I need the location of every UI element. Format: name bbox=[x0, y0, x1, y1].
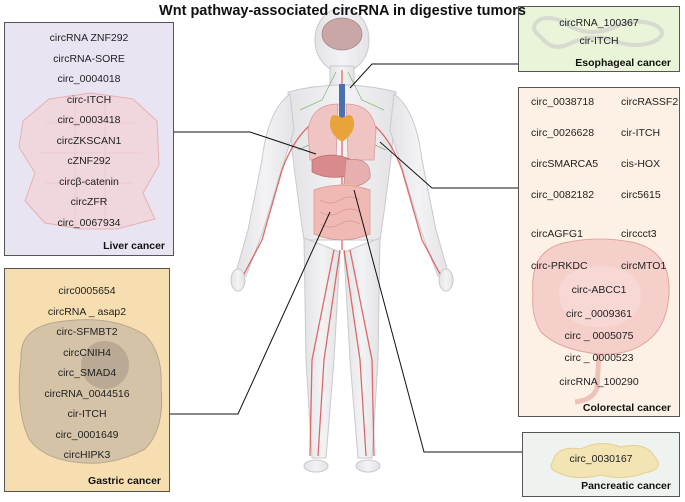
liver-circrna-label: circZKSCAN1 bbox=[56, 134, 122, 147]
gastric-circrna-label: circRNA_0044516 bbox=[44, 387, 130, 400]
leader-line-pancreatic bbox=[353, 189, 522, 453]
colorectal-circrna-label: circ_0026628 bbox=[531, 127, 595, 139]
gastric-circrna-label: circ_SMAD4 bbox=[57, 367, 117, 379]
heart-shape bbox=[330, 115, 354, 142]
colorectal-circrna-label: circ-PRKDC bbox=[531, 260, 588, 272]
colorectal-circrna-label: circ_0038718 bbox=[531, 96, 595, 108]
liver-circrna-label: circ_0003418 bbox=[57, 114, 121, 126]
esophageal-cancer-caption: Esophageal cancer bbox=[575, 57, 671, 69]
colorectal-circrna-label: circRASSF2 bbox=[621, 96, 679, 108]
liver-circrna-label: circRNA-SORE bbox=[53, 52, 125, 65]
gastric-circrna-label: cir-ITCH bbox=[67, 408, 107, 420]
gastric-circrna-label: circCNIH4 bbox=[63, 346, 111, 359]
esophageal-circrna-label: circRNA_100367 bbox=[559, 17, 639, 29]
leader-line-gastric bbox=[170, 211, 331, 415]
gastric-circrna-label: circRNA _ asap2 bbox=[47, 305, 127, 318]
leader-line-liver bbox=[174, 131, 317, 155]
esophageal-circrna-label: cir-ITCH bbox=[579, 35, 619, 47]
intestines bbox=[313, 184, 371, 241]
colorectal-circrna-label: circMTO1 bbox=[621, 260, 667, 272]
colorectal-cancer-caption: Colorectal cancer bbox=[582, 402, 671, 414]
brain-shape bbox=[321, 17, 363, 51]
pancreatic-cancer-panel: circ_0030167 Pancreatic cancer bbox=[522, 432, 680, 497]
colorectal-circrna-label: cis-HOX bbox=[621, 158, 661, 170]
gastric-circrna-label: circ-SFMBT2 bbox=[56, 326, 118, 338]
esophagus-illustration bbox=[532, 16, 664, 49]
esophagus-shape bbox=[339, 84, 345, 126]
colorectal-cancer-panel: circ_0038718 circRASSF2 circ_0026628 cir-IT… bbox=[518, 87, 680, 417]
gastric-cancer-panel: circ0005654 circRNA _ asap2 circ-SFMBT2 cir… bbox=[4, 268, 170, 492]
liver-circrna-label: circ_0067934 bbox=[57, 216, 121, 229]
colorectal-circrna-label: circ _ 0005075 bbox=[564, 330, 634, 342]
gastric-circrna-label: circ0005654 bbox=[58, 285, 116, 297]
colorectal-circrna-label: circ _ 0000523 bbox=[564, 352, 634, 364]
leader-line-colorectal bbox=[379, 141, 518, 189]
colorectal-circrna-label: circ_0082182 bbox=[531, 189, 595, 201]
liver-cell-illustration bbox=[18, 92, 160, 230]
stomach-shape bbox=[343, 159, 371, 187]
pancreatic-circrna-label: circ_0030167 bbox=[569, 453, 633, 465]
colorectal-circrna-label: circcct3 bbox=[621, 228, 657, 240]
pancreas-illustration bbox=[550, 443, 659, 479]
liver-circrna-label: circ_0004018 bbox=[57, 73, 121, 85]
gastric-circrna-label: circ_0001649 bbox=[55, 428, 119, 441]
leader-lines bbox=[170, 63, 522, 453]
liver-cancer-caption: Liver cancer bbox=[103, 240, 165, 252]
colorectal-circrna-label: cir-ITCH bbox=[621, 127, 661, 139]
liver-circrna-label: cZNF292 bbox=[67, 155, 111, 167]
liver-circrna-label: circ-ITCH bbox=[66, 93, 112, 106]
gastric-cell-illustration bbox=[18, 319, 163, 464]
lungs bbox=[307, 103, 377, 161]
leader-line-esophageal bbox=[349, 63, 518, 89]
colorectal-circrna-label: circ _0009361 bbox=[566, 308, 632, 320]
colorectal-circrna-label: circ-ABCC1 bbox=[571, 284, 627, 296]
colorectal-circrna-label: circ5615 bbox=[621, 189, 661, 201]
esophageal-cancer-panel: circRNA_100367 cir-ITCH Esophageal cancer bbox=[518, 6, 680, 72]
liver-circrna-label: circβ-catenin bbox=[59, 175, 119, 188]
gastric-cancer-caption: Gastric cancer bbox=[88, 475, 161, 487]
colorectal-circrna-label: circSMARCA5 bbox=[531, 158, 599, 170]
gastric-circrna-label: circHIPK3 bbox=[63, 449, 111, 461]
colorectal-circrna-label: circRNA_100290 bbox=[559, 376, 639, 388]
diagram-title: Wnt pathway-associated circRNA in digest… bbox=[159, 3, 526, 19]
liver-circrna-label: circRNA ZNF292 bbox=[49, 32, 129, 44]
pancreatic-cancer-caption: Pancreatic cancer bbox=[581, 480, 671, 492]
colon-illustration bbox=[532, 238, 670, 405]
liver-circrna-label: circZFR bbox=[70, 196, 108, 208]
colorectal-circrna-label: circAGFG1 bbox=[531, 228, 583, 240]
